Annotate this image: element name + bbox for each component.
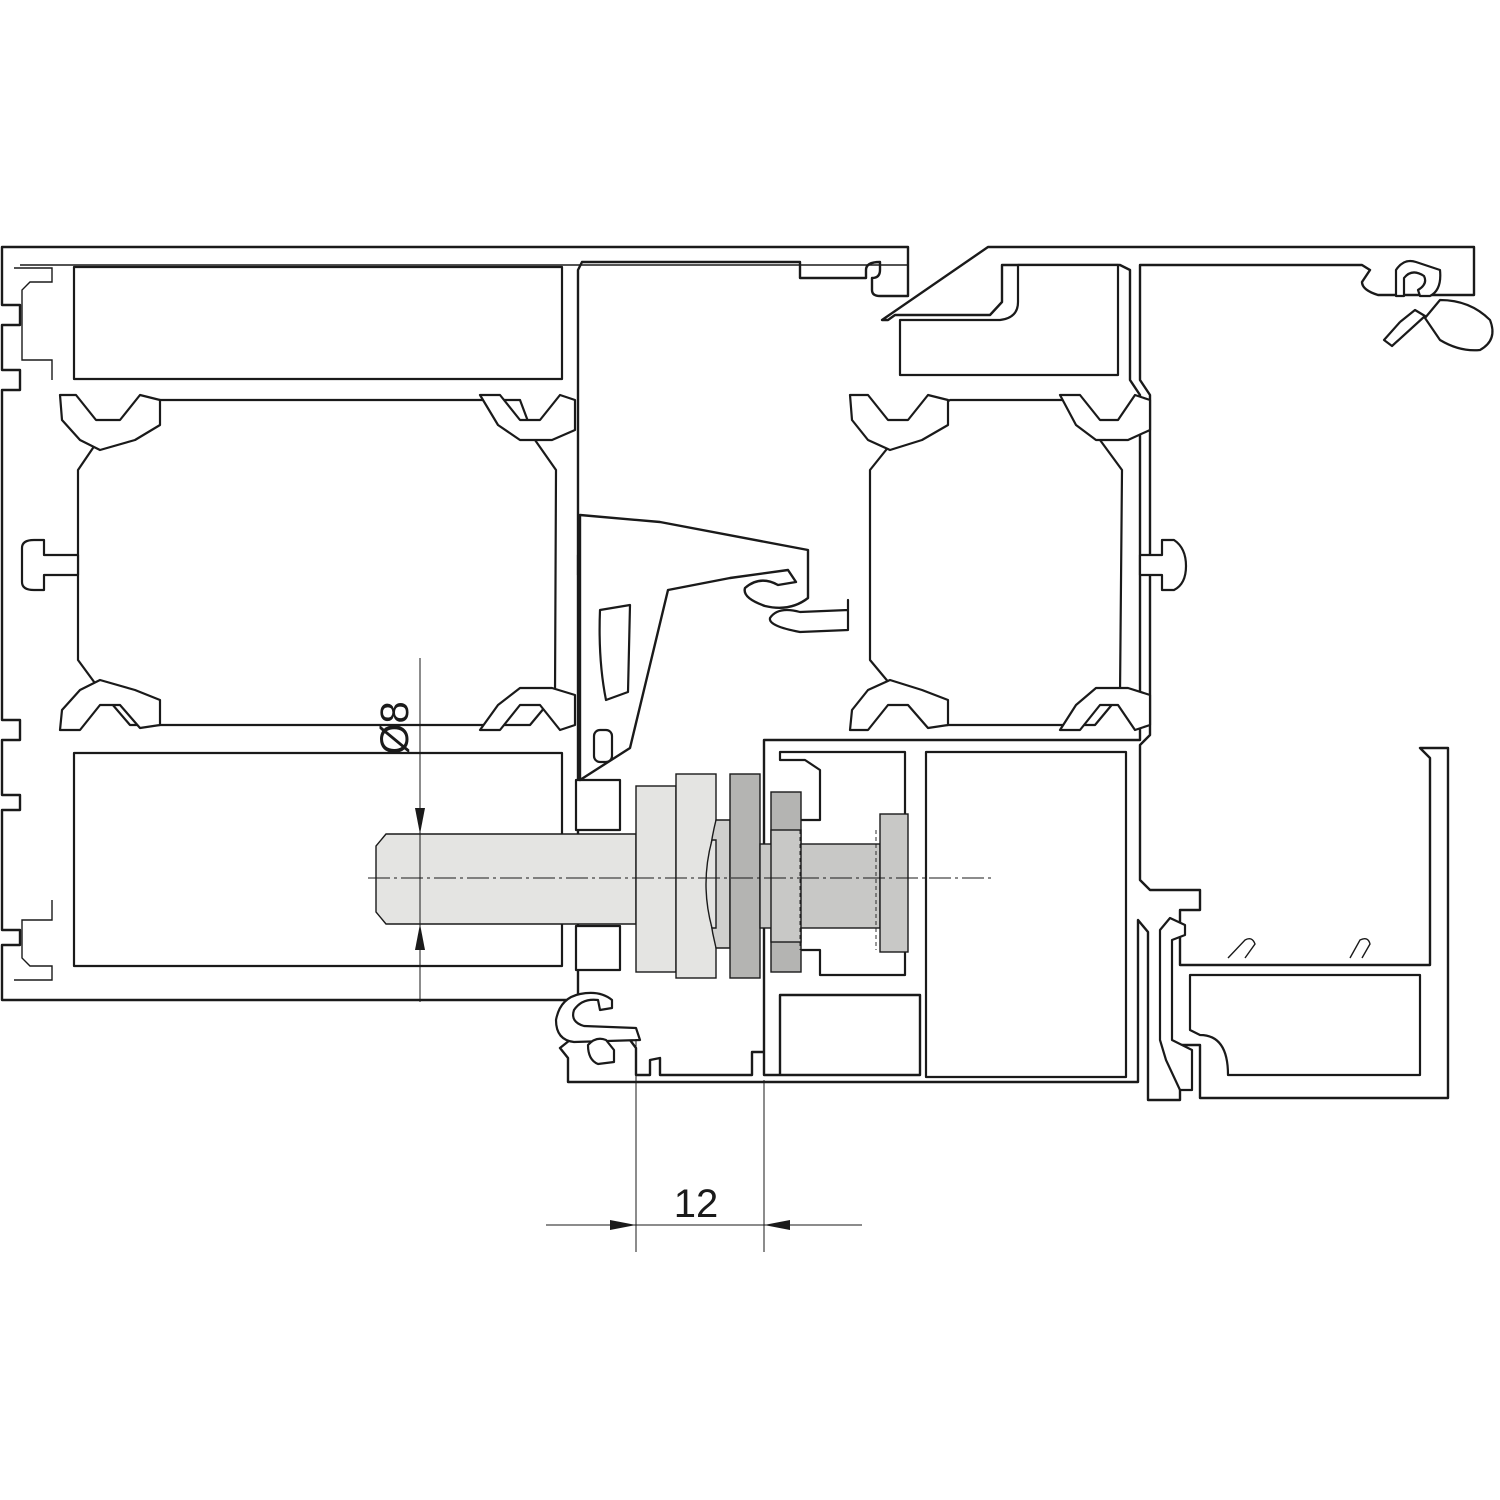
glazing-clip-hole <box>592 728 614 764</box>
bottom-left-gasket-upper <box>554 991 642 1044</box>
gaskets <box>554 259 1494 1066</box>
gap-dimension: 12 <box>546 1040 862 1252</box>
left-frame-left-notch-bottom <box>14 900 53 981</box>
sash-bead-hook <box>1158 916 1194 1092</box>
glazing-clip-outline <box>578 513 810 782</box>
left-frame-left-notch-top <box>14 267 53 380</box>
diameter-label: Ø8 <box>373 701 417 754</box>
left-thermal-strip-upper-right <box>478 393 577 442</box>
diameter-dimension: Ø8 <box>373 658 425 1002</box>
bolt-shaft-upper <box>770 829 802 943</box>
gap-arrow-right <box>764 1220 790 1230</box>
diameter-arrow-top <box>415 808 425 834</box>
left-thermal-strip-lower-right <box>478 686 577 732</box>
bottom-left-gasket-lower <box>586 1037 616 1066</box>
left-thermal-strip-upper <box>58 393 162 452</box>
top-right-gasket <box>1394 259 1442 298</box>
left-frame-profile <box>0 245 910 1002</box>
top-right-gasket-lip <box>1423 298 1494 352</box>
left-thermal-strip-lower <box>58 678 162 732</box>
hinge-pin-assembly <box>375 773 909 979</box>
sash-thermal-strip-lower-left <box>848 678 950 732</box>
gap-arrow-left <box>610 1220 636 1230</box>
sash-lower-chamber <box>924 750 1128 1079</box>
left-side-tkey <box>20 538 80 592</box>
hinge-pin <box>375 833 637 925</box>
sash-thermal-strip-upper-right <box>1058 393 1152 442</box>
sash-hook-nose <box>768 598 850 634</box>
sash-bead-chamber <box>1188 973 1422 1077</box>
sash-thermal-break-chamber <box>868 398 1124 727</box>
washer <box>729 773 761 979</box>
left-thermal-break-chamber <box>76 398 558 727</box>
nut <box>879 813 909 953</box>
left-frame-lower-step <box>574 778 622 832</box>
bushing-collar <box>635 785 677 973</box>
sash-bead-clip-1 <box>1227 937 1256 959</box>
left-top-chamber <box>72 265 564 381</box>
gap-label: 12 <box>674 1182 719 1226</box>
sash-bead-clip-2 <box>1349 937 1371 959</box>
left-frame-lower-step-2 <box>574 924 622 972</box>
sash-top-chamber <box>898 263 1120 377</box>
diameter-arrow-bottom <box>415 924 425 950</box>
top-right-gasket-arm <box>1382 308 1427 348</box>
glazing-clip-slot <box>598 603 632 702</box>
glazing-clip-profile <box>578 513 810 782</box>
sash-thermal-strip-lower-right <box>1058 686 1152 732</box>
bushing-dome-inner <box>705 839 717 929</box>
sash-thermal-strip-upper-left <box>848 393 950 452</box>
sash-side-tkey <box>1138 538 1188 592</box>
